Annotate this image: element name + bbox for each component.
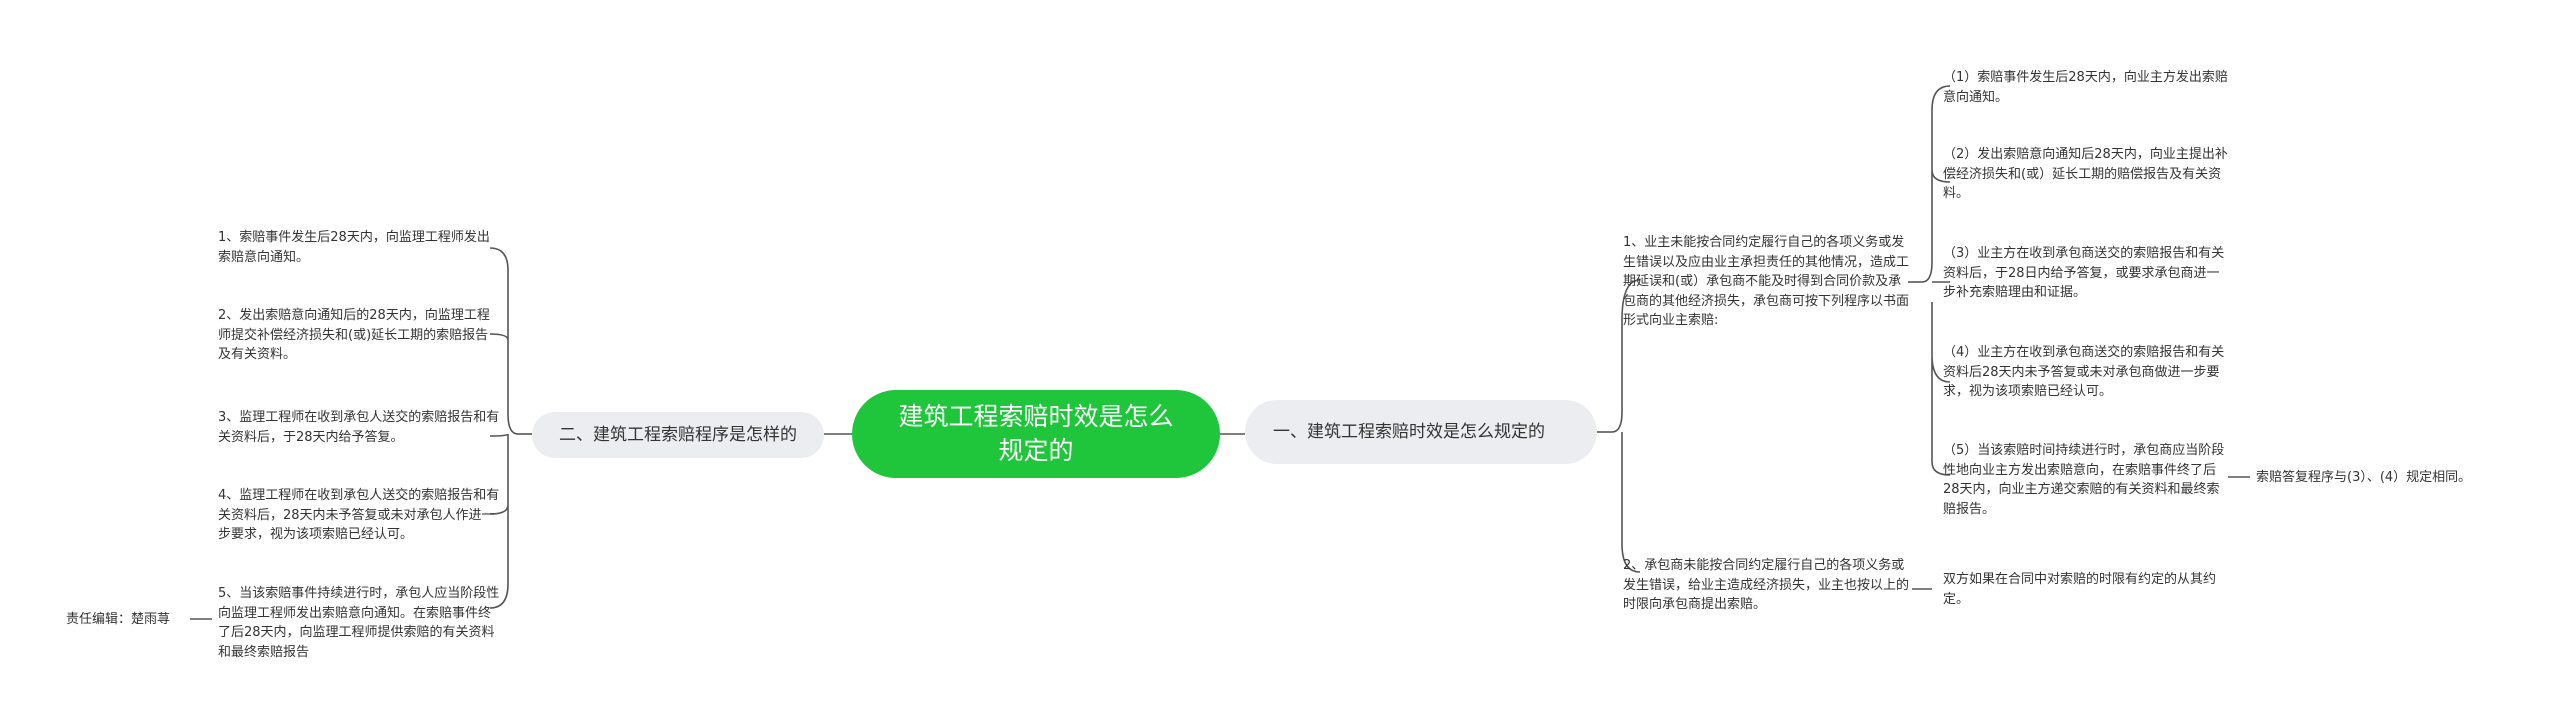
- left-item-2-text: 2、发出索赔意向通知后的28天内，向监理工程师提交补偿经济损失和(或)延长工期的…: [218, 308, 490, 362]
- right-item-2[interactable]: 2、承包商未能按合同约定履行自己的各项义务或发生错误，给业主造成经济损失，业主也…: [1623, 556, 1913, 615]
- right-item-1-child-4[interactable]: （4）业主方在收到承包商送交的索赔报告和有关资料后28天内未予答复或未对承包商做…: [1943, 343, 2228, 402]
- root-label: 建筑工程索赔时效是怎么规定的: [898, 402, 1174, 465]
- link-right-bracket: [1611, 279, 1641, 573]
- right-item-1-child-1[interactable]: （1）索赔事件发生后28天内，向业主方发出索赔意向通知。: [1943, 68, 2228, 107]
- right-item-1[interactable]: 1、业主未能按合同约定履行自己的各项义务或发生错误以及应由业主承担责任的其他情况…: [1623, 233, 1913, 331]
- right-item-1-child-3-text: （3）业主方在收到承包商送交的索赔报告和有关资料后，于28日内给予答复，或要求承…: [1943, 246, 2225, 300]
- left-item-5-text: 5、当该索赔事件持续进行时，承包人应当阶段性向监理工程师发出索赔意向通知。在索赔…: [218, 586, 500, 660]
- link-r1-bracket: [1921, 85, 1951, 476]
- root-node[interactable]: 建筑工程索赔时效是怎么规定的: [852, 390, 1220, 478]
- left-item-2[interactable]: 2、发出索赔意向通知后的28天内，向监理工程师提交补偿经济损失和(或)延长工期的…: [218, 306, 500, 365]
- left-item-4-text: 4、监理工程师在收到承包人送交的索赔报告和有关资料后，28天内未予答复或未对承包…: [218, 488, 500, 542]
- link-left-bracket: [489, 247, 519, 609]
- right-item-2-tail-text: 双方如果在合同中对索赔的时限有约定的从其约定。: [1943, 572, 2217, 607]
- branch-left-node[interactable]: 二、建筑工程索赔程序是怎样的: [532, 412, 824, 458]
- right-item-2-tail[interactable]: 双方如果在合同中对索赔的时限有约定的从其约定。: [1943, 570, 2223, 609]
- left-item-5[interactable]: 5、当该索赔事件持续进行时，承包人应当阶段性向监理工程师发出索赔意向通知。在索赔…: [218, 584, 500, 662]
- branch-right-label: 一、建筑工程索赔时效是怎么规定的: [1273, 421, 1545, 442]
- left-item-3-text: 3、监理工程师在收到承包人送交的索赔报告和有关资料后，于28天内给予答复。: [218, 410, 500, 445]
- left-item-5-tail[interactable]: 责任编辑：楚雨荨: [66, 610, 196, 630]
- branch-left-label: 二、建筑工程索赔程序是怎样的: [559, 424, 797, 445]
- left-item-1-text: 1、索赔事件发生后28天内，向监理工程师发出索赔意向通知。: [218, 230, 490, 265]
- branch-right-node[interactable]: 一、建筑工程索赔时效是怎么规定的: [1245, 400, 1597, 464]
- left-item-5-tail-text: 责任编辑：楚雨荨: [66, 612, 171, 627]
- left-item-1[interactable]: 1、索赔事件发生后28天内，向监理工程师发出索赔意向通知。: [218, 228, 500, 267]
- right-item-1-child-5-tail-text: 索赔答复程序与(3）、(4）规定相同。: [2256, 470, 2472, 485]
- right-item-1-text: 1、业主未能按合同约定履行自己的各项义务或发生错误以及应由业主承担责任的其他情况…: [1623, 235, 1910, 328]
- right-item-1-child-2-text: （2）发出索赔意向通知后28天内，向业主提出补偿经济损失和(或）延长工期的赔偿报…: [1943, 147, 2228, 201]
- right-item-1-child-5-tail[interactable]: 索赔答复程序与(3）、(4）规定相同。: [2256, 468, 2516, 488]
- right-item-1-child-5-text: （5）当该索赔时间持续进行时，承包商应当阶段性地向业主方发出索赔意向，在索赔事件…: [1943, 443, 2225, 517]
- right-item-1-child-5[interactable]: （5）当该索赔时间持续进行时，承包商应当阶段性地向业主方发出索赔意向，在索赔事件…: [1943, 441, 2228, 519]
- left-item-4[interactable]: 4、监理工程师在收到承包人送交的索赔报告和有关资料后，28天内未予答复或未对承包…: [218, 486, 500, 545]
- right-item-1-child-4-text: （4）业主方在收到承包商送交的索赔报告和有关资料后28天内未予答复或未对承包商做…: [1943, 345, 2225, 399]
- right-item-2-text: 2、承包商未能按合同约定履行自己的各项义务或发生错误，给业主造成经济损失，业主也…: [1623, 558, 1910, 612]
- right-item-1-child-1-text: （1）索赔事件发生后28天内，向业主方发出索赔意向通知。: [1943, 70, 2228, 105]
- right-item-1-child-3[interactable]: （3）业主方在收到承包商送交的索赔报告和有关资料后，于28日内给予答复，或要求承…: [1943, 244, 2228, 303]
- left-item-3[interactable]: 3、监理工程师在收到承包人送交的索赔报告和有关资料后，于28天内给予答复。: [218, 408, 500, 447]
- right-item-1-child-2[interactable]: （2）发出索赔意向通知后28天内，向业主提出补偿经济损失和(或）延长工期的赔偿报…: [1943, 145, 2228, 204]
